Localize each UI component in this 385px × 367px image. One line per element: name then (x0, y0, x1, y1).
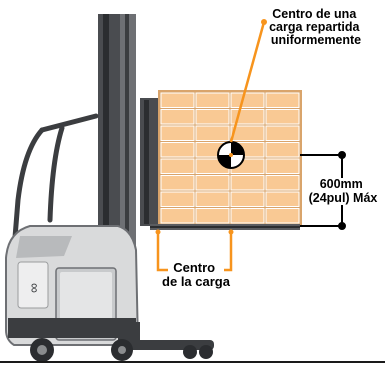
load-carton (230, 92, 265, 108)
load-carton (195, 191, 230, 207)
load-carton (160, 158, 195, 174)
center-uniform-load-line-3: uniformemente (271, 33, 361, 47)
load-carton (265, 142, 300, 158)
forks (150, 224, 300, 230)
dimension-value-imperial: (24pul) Máx (309, 191, 378, 205)
load-carton (160, 109, 195, 125)
load-carton (160, 92, 195, 108)
dimension-line-600mm (300, 151, 346, 230)
load-carton (230, 175, 265, 191)
load-carton (265, 92, 300, 108)
truck-wheels (30, 338, 213, 362)
load-carton (230, 208, 265, 224)
load-carton (265, 175, 300, 191)
load-carton (195, 208, 230, 224)
load-carton (230, 125, 265, 141)
overhead-guard (11, 113, 99, 253)
load-carton (160, 125, 195, 141)
load-carton (265, 191, 300, 207)
load-carton (160, 175, 195, 191)
center-uniform-load-line-2: carga repartida (269, 20, 360, 34)
center-callout-leader (229, 19, 267, 157)
load-carton (195, 125, 230, 141)
load-carton (160, 208, 195, 224)
load-carton (160, 191, 195, 207)
truck-body: ∞ (5, 225, 140, 346)
load-carton (265, 109, 300, 125)
dimension-value: 600mm (320, 177, 363, 191)
load-carton (160, 142, 195, 158)
load-center-line-1: Centro (173, 260, 215, 275)
load-carton (265, 125, 300, 141)
load-center-label: Centro de la carga (162, 260, 231, 289)
load-carton (195, 175, 230, 191)
load-carton (195, 109, 230, 125)
load-carton (230, 191, 265, 207)
load-center-line-2: de la carga (162, 274, 231, 289)
load-center-markers (155, 229, 234, 272)
center-uniform-load-line-1: Centro de una (272, 7, 357, 21)
load-carton (265, 158, 300, 174)
load-carton (195, 92, 230, 108)
outrigger-legs (118, 322, 214, 350)
center-uniform-load-label: Centro de una carga repartida uniformeme… (269, 7, 363, 47)
load-carton (265, 208, 300, 224)
machine-badge: ∞ (27, 283, 43, 293)
dimension-label: 600mm (24pul) Máx (309, 177, 378, 205)
